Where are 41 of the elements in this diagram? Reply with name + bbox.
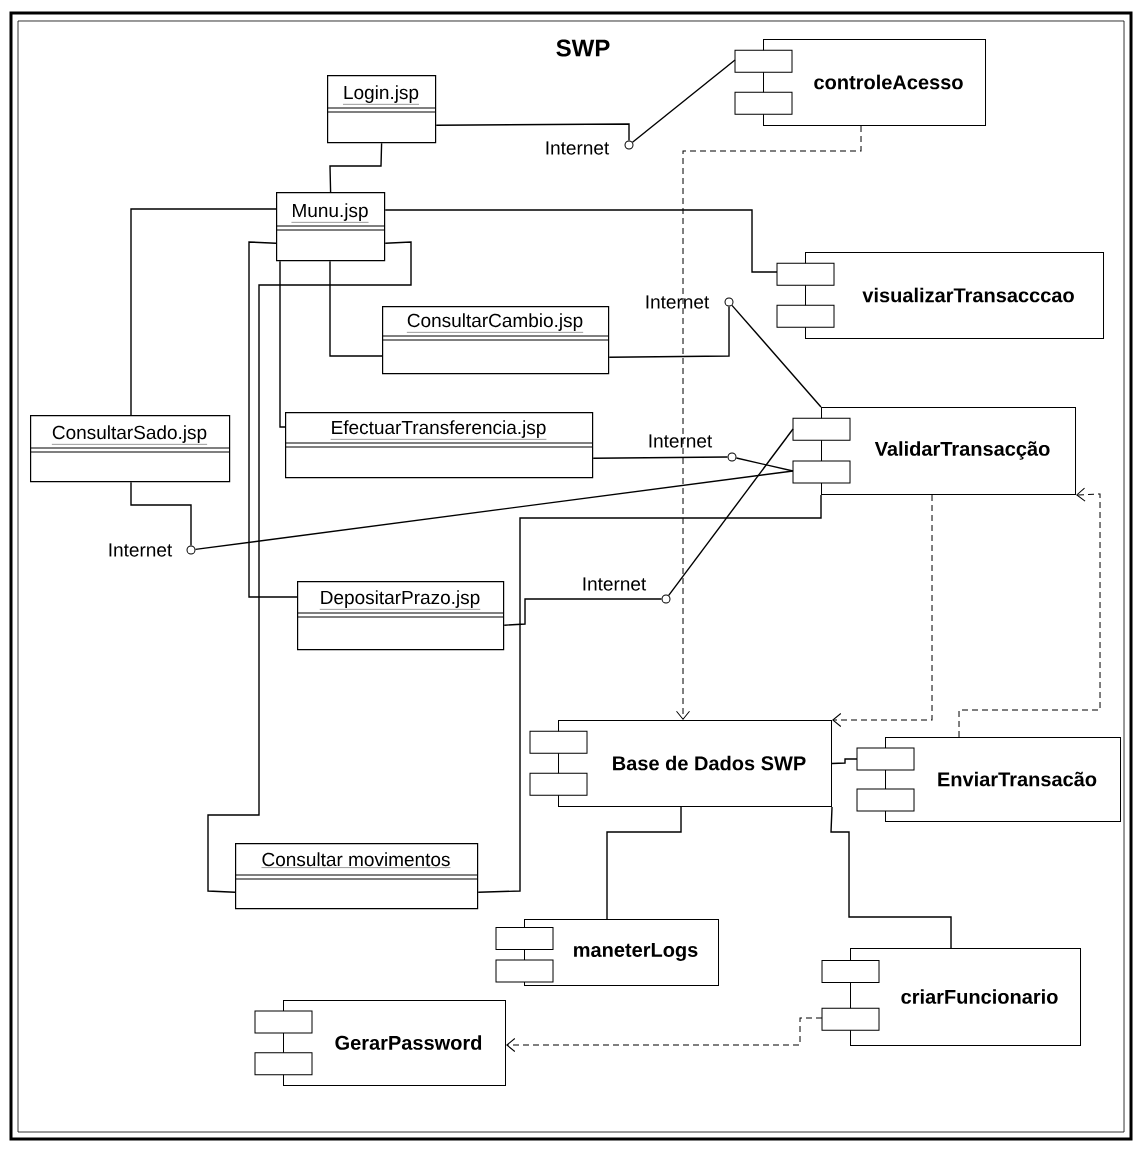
component-box: GerarPassword <box>254 1000 506 1086</box>
connector-line <box>608 305 730 358</box>
class-box: Login.jsp <box>326 75 437 144</box>
connector-line <box>329 260 383 357</box>
connector-line <box>831 758 858 765</box>
connector-line <box>194 470 794 551</box>
connector-line <box>329 142 383 193</box>
dependency-arrow <box>832 494 933 727</box>
connector-line <box>735 457 794 472</box>
connector-line <box>207 241 412 893</box>
connector-line <box>435 123 630 142</box>
component-box: maneterLogs <box>495 919 719 986</box>
component-box: criarFuncionario <box>821 948 1081 1046</box>
class-box: Consultar movimentos <box>234 843 479 910</box>
component-box: ValidarTransacção <box>792 407 1076 495</box>
component-box: visualizarTransacccao <box>776 252 1104 339</box>
connector-line <box>384 209 778 273</box>
connector-line <box>477 494 822 893</box>
connector-line <box>631 59 736 143</box>
dependency-arrow <box>676 125 862 720</box>
connector-line <box>731 304 822 408</box>
frame-title: SWP <box>556 39 610 57</box>
connector-line <box>248 241 298 598</box>
connector-line <box>130 208 277 416</box>
connector-line <box>279 260 286 428</box>
class-box: ConsultarCambio.jsp <box>381 306 610 375</box>
connector-line <box>668 428 794 597</box>
class-box: Munu.jsp <box>275 192 386 262</box>
class-box: ConsultarSado.jsp <box>29 415 231 483</box>
connector-line <box>503 598 663 626</box>
connector-line <box>130 481 192 547</box>
dependency-arrow <box>958 487 1101 738</box>
component-box: Base de Dados SWP <box>529 720 832 807</box>
connector-line <box>830 806 952 949</box>
component-box: controleAcesso <box>734 39 986 126</box>
component-box: EnviarTransacão <box>856 737 1121 822</box>
class-box: EfectuarTransferencia.jsp <box>284 412 594 479</box>
class-box: DepositarPrazo.jsp <box>296 581 505 651</box>
connector-line <box>592 456 729 459</box>
dependency-arrow <box>506 1017 823 1052</box>
connector-line <box>606 806 682 920</box>
